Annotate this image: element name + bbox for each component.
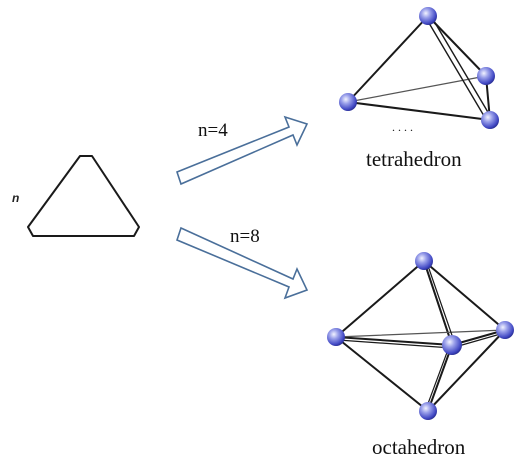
arrow-down-right <box>176 226 309 300</box>
label-octahedron: octahedron <box>372 435 466 459</box>
label-n: n <box>12 191 19 205</box>
octahedron-figure <box>327 252 514 420</box>
octa-ball-left <box>327 328 345 346</box>
tetra-ball-right <box>477 67 495 85</box>
label-n-equals-4: n=4 <box>198 120 228 141</box>
label-tetrahedron: tetrahedron <box>366 147 462 171</box>
arrow-up-right <box>176 115 309 186</box>
tetrahedron-figure: . . . . <box>339 7 499 134</box>
octa-ball-right <box>496 321 514 339</box>
tetrahedron-dots: . . . . <box>392 120 413 134</box>
tetra-ball-left <box>339 93 357 111</box>
octa-ball-bottom <box>419 402 437 420</box>
label-n-equals-8: n=8 <box>230 226 260 247</box>
octa-ball-front <box>442 335 462 355</box>
tetra-ball-bottom-right <box>481 111 499 129</box>
truncated-triangle-shape <box>27 155 140 237</box>
octa-ball-top <box>415 252 433 270</box>
tetra-ball-top <box>419 7 437 25</box>
